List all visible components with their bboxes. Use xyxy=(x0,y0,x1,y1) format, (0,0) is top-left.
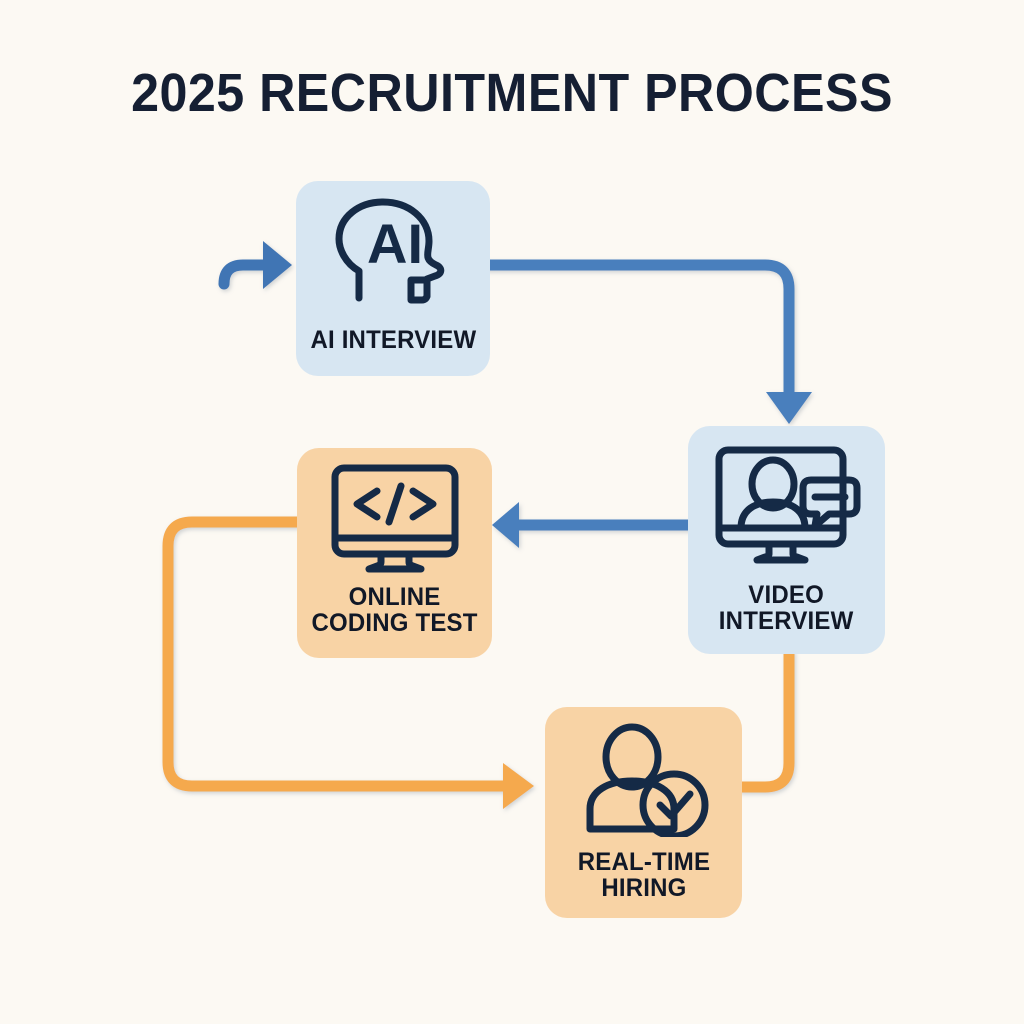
connector-video-to-hiring xyxy=(736,648,795,793)
node-label-ai-interview: AI INTERVIEW xyxy=(310,326,476,354)
node-label-online-coding-test: ONLINE CODING TEST xyxy=(308,584,481,636)
node-label-video-interview: VIDEO INTERVIEW xyxy=(716,582,856,634)
connector-video-to-coding xyxy=(492,502,694,548)
node-label-line-2: CODING TEST xyxy=(311,609,478,637)
node-online-coding-test[interactable]: ONLINE CODING TEST xyxy=(297,448,492,658)
monitor-person-chat-icon xyxy=(715,446,860,564)
node-ai-interview[interactable]: AI AI INTERVIEW xyxy=(296,181,490,376)
monitor-code-icon xyxy=(331,464,458,573)
page-title: 2025 RECRUITMENT PROCESS xyxy=(131,63,893,123)
head-ai-icon: AI xyxy=(335,198,445,304)
connector-ai-to-video xyxy=(481,259,812,424)
node-label-line-1: ONLINE xyxy=(348,583,441,611)
node-label-real-time-hiring: REAL-TIME HIRING xyxy=(575,849,713,901)
entry-arrow xyxy=(218,241,292,290)
person-check-icon xyxy=(586,723,708,837)
node-video-interview[interactable]: VIDEO INTERVIEW xyxy=(688,426,885,654)
node-label-line-2: INTERVIEW xyxy=(719,607,854,635)
node-label-line-1: REAL-TIME xyxy=(577,848,710,876)
node-label-line-2: HIRING xyxy=(600,874,687,902)
node-label-line-1: VIDEO xyxy=(748,581,825,609)
node-real-time-hiring[interactable]: REAL-TIME HIRING xyxy=(545,707,742,918)
head-ai-label: AI xyxy=(367,212,423,275)
